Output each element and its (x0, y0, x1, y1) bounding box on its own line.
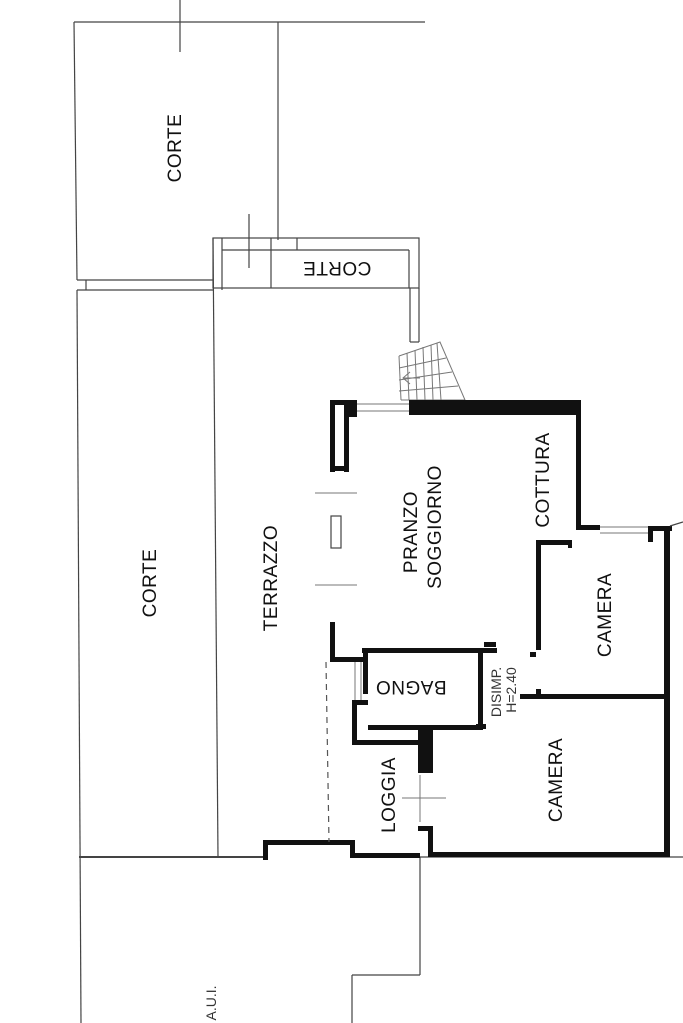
label-pranzo: PRANZO (401, 491, 422, 573)
label-camera-upper: CAMERA (595, 573, 616, 657)
label-corte-left: CORTE (140, 549, 161, 618)
label-disimp-height: H=2.40 (503, 667, 519, 713)
openings (315, 492, 446, 843)
label-camera-lower: CAMERA (546, 738, 567, 822)
label-bagno: BAGNO (375, 676, 446, 697)
label-cottura: COTTURA (533, 432, 554, 527)
label-aui: A.U.I. (203, 985, 219, 1020)
boundary-lines (73, 0, 683, 1023)
walls (263, 400, 683, 860)
label-disimp: DISIMP. (488, 667, 504, 717)
room-labels: CORTE CORTE CORTE TERRAZZO PRANZO SOGGIO… (140, 114, 616, 1021)
label-corte-strip: CORTE (303, 257, 372, 278)
label-loggia: LOGGIA (379, 757, 400, 833)
label-terrazzo: TERRAZZO (261, 525, 282, 631)
label-soggiorno: SOGGIORNO (425, 465, 446, 589)
label-corte-top: CORTE (165, 114, 186, 183)
staircase (398, 341, 466, 401)
